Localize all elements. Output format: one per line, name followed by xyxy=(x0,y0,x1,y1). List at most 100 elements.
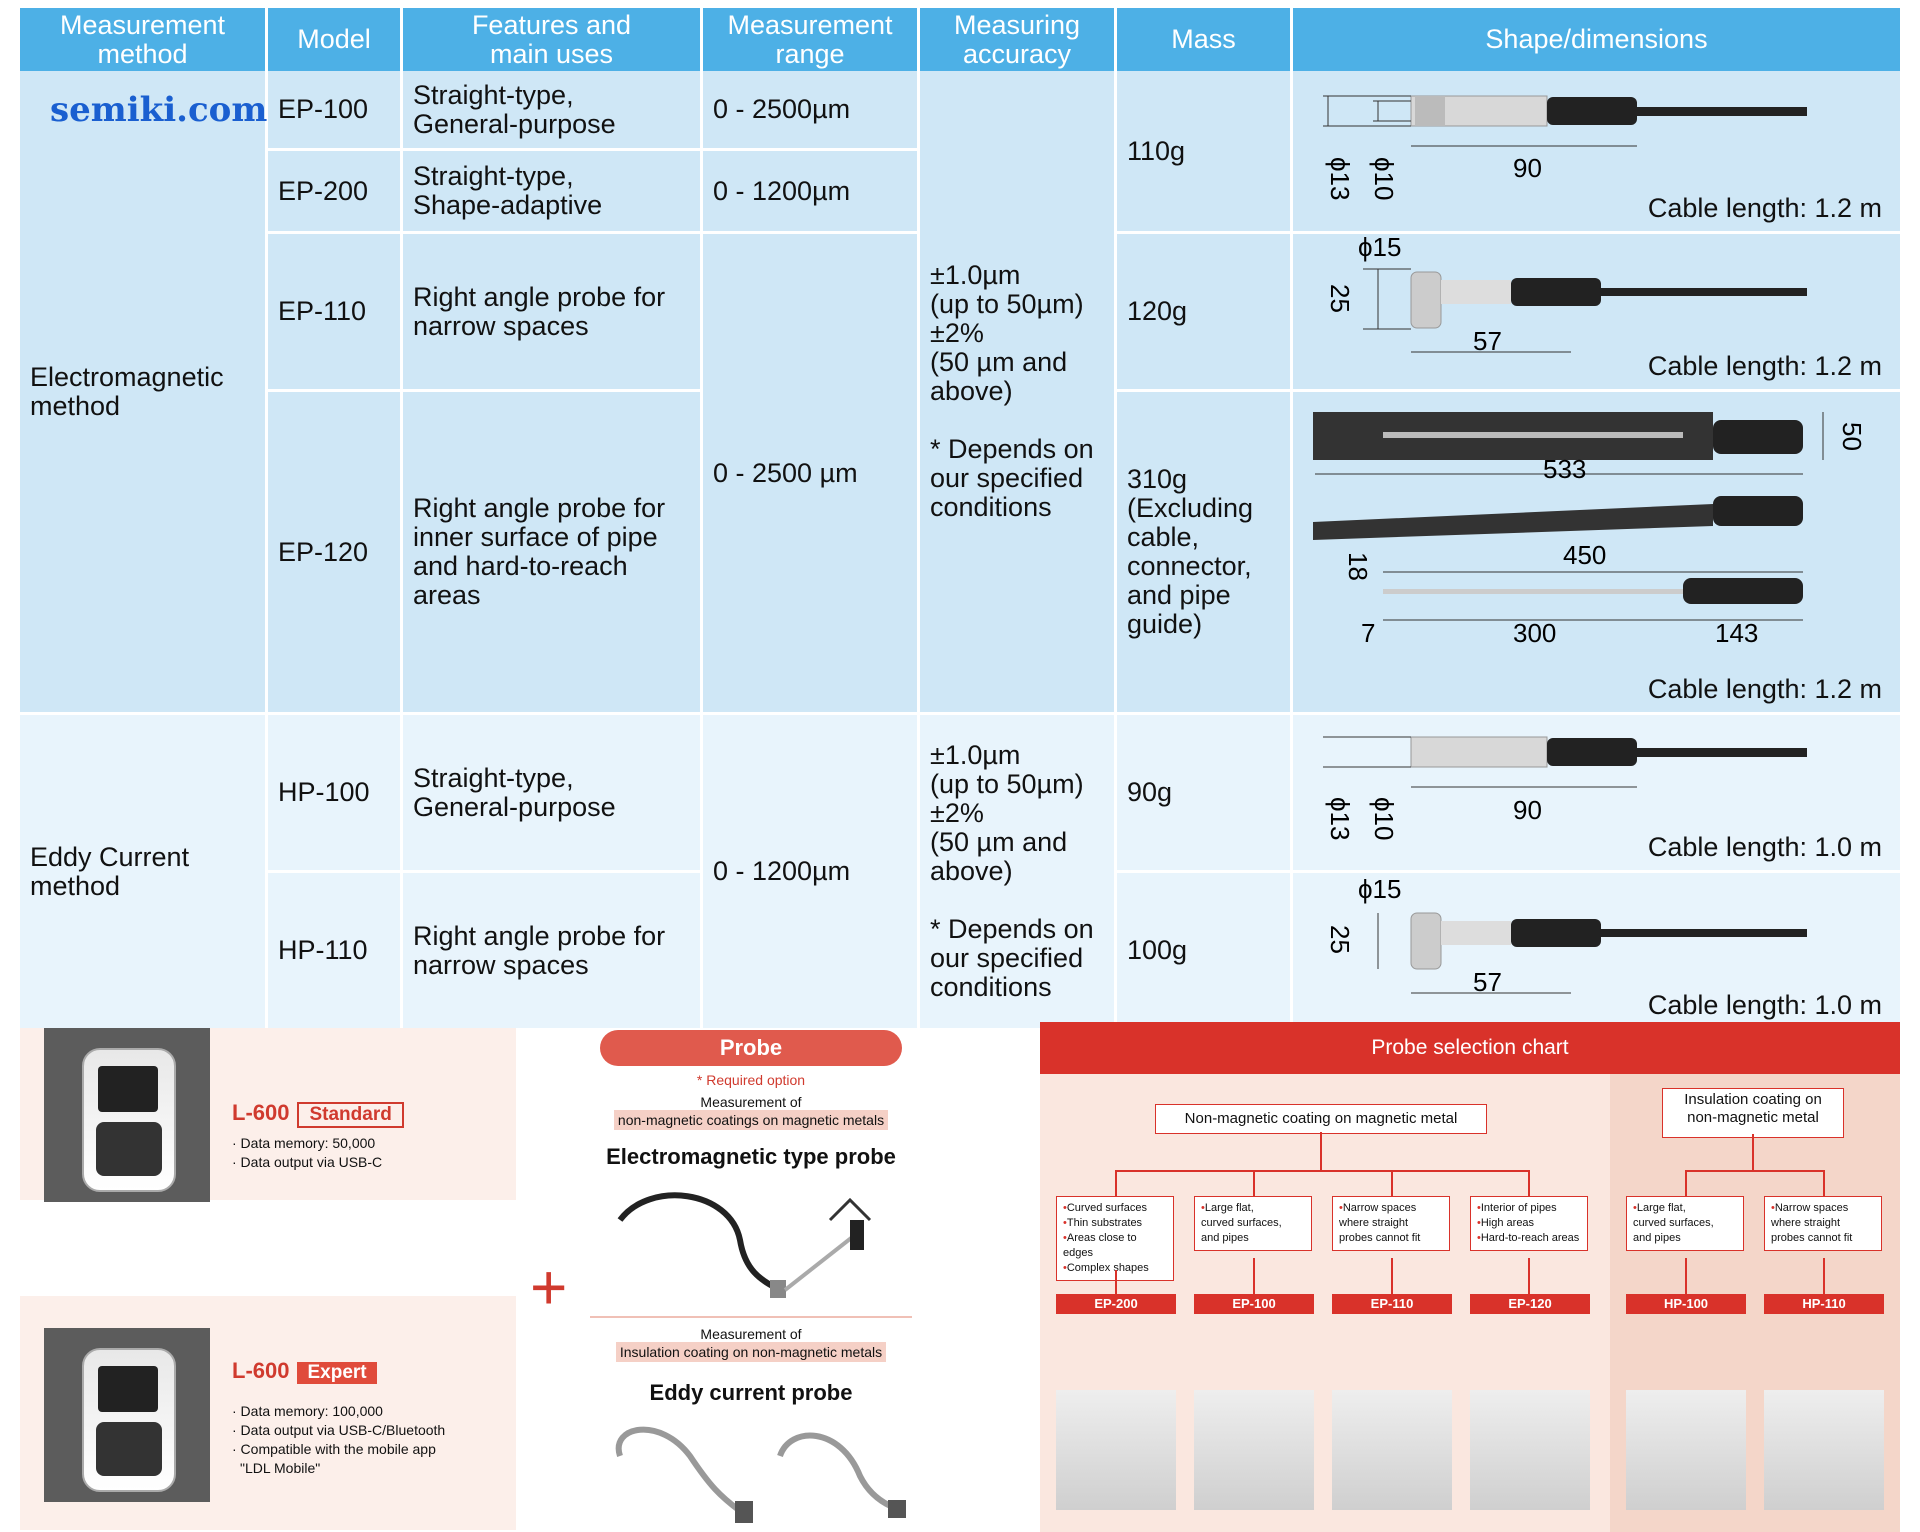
dim-d13: ϕ13 xyxy=(1325,157,1355,200)
dim-50: 50 xyxy=(1837,422,1867,451)
category-box: Narrow spaces where straight probes cann… xyxy=(1764,1196,1882,1251)
dim-25: 25 xyxy=(1325,284,1355,313)
cable-length: Cable length: 1.2 m xyxy=(1647,674,1882,704)
features-cell: Right angle probe for narrow spaces xyxy=(403,873,703,1031)
device-tag: Expert xyxy=(297,1362,377,1384)
spec-table: Measurement method Model Features and ma… xyxy=(20,8,1900,1031)
header-method: Measurement method xyxy=(20,8,268,71)
model-badge: EP-100 xyxy=(1194,1294,1314,1314)
device-tag: Standard xyxy=(297,1102,404,1128)
required-note: * Required option xyxy=(696,1072,806,1088)
dim-300: 300 xyxy=(1513,618,1556,648)
model-cell: EP-100 xyxy=(268,71,403,151)
mass-cell: 110g xyxy=(1117,71,1293,234)
header-mass: Mass xyxy=(1117,8,1293,71)
range-cell: 0 - 2500 µm xyxy=(703,234,920,715)
mass-cell: 90g xyxy=(1117,715,1293,873)
method-eddy-current: Eddy Current method xyxy=(20,715,268,1031)
model-cell: EP-200 xyxy=(268,151,403,234)
category-box: Large flat, curved surfaces, and pipes xyxy=(1194,1196,1312,1251)
cable-length: Cable length: 1.2 m xyxy=(1647,193,1882,223)
features-cell: Straight-type, General-purpose xyxy=(403,71,703,151)
header-features: Features and main uses xyxy=(403,8,703,71)
mass-cell: 100g xyxy=(1117,873,1293,1031)
em-measurement-target: non-magnetic coatings on magnetic metals xyxy=(580,1110,922,1130)
dim-7: 7 xyxy=(1361,618,1375,648)
dim-90: 90 xyxy=(1513,795,1542,825)
em-probe-title: Electromagnetic type probe xyxy=(606,1144,896,1169)
chart-title: Probe selection chart xyxy=(1040,1022,1900,1074)
header-range: Measurement range xyxy=(703,8,920,71)
probe-photo xyxy=(1626,1390,1746,1510)
accuracy-ec: ±1.0µm (up to 50µm) ±2% (50 µm and above… xyxy=(920,715,1117,1031)
category-box: Large flat, curved surfaces, and pipes xyxy=(1626,1196,1744,1251)
dim-533: 533 xyxy=(1543,454,1586,484)
probe-photo xyxy=(1470,1390,1590,1510)
left-category-head: Non-magnetic coating on magnetic metal xyxy=(1155,1104,1487,1134)
model-badge: HP-110 xyxy=(1764,1294,1884,1314)
shape-ep110: ϕ15 25 57 Cable length: 1.2 m xyxy=(1293,234,1900,392)
accuracy-em: ±1.0µm (up to 50µm) ±2% (50 µm and above… xyxy=(920,71,1117,715)
features-cell: Straight-type, General-purpose xyxy=(403,715,703,873)
em-probe-photo xyxy=(617,1192,872,1298)
right-angle-probe-drawing: ϕ15 25 57 xyxy=(1325,874,1807,997)
shape-hp100: ϕ13 ϕ10 90 Cable length: 1.0 m xyxy=(1293,715,1900,873)
probe-photo xyxy=(1194,1390,1314,1510)
ec-measurement-target: Insulation coating on non-magnetic metal… xyxy=(580,1342,922,1362)
pipe-probe-drawing: 533 50 450 18 7 300 143 xyxy=(1313,412,1867,648)
probe-photo xyxy=(1056,1390,1176,1510)
probe-photo xyxy=(1332,1390,1452,1510)
right-category-head: Insulation coating on non-magnetic metal xyxy=(1662,1088,1844,1138)
plus-icon: + xyxy=(530,1251,568,1323)
straight-probe-drawing: ϕ13 ϕ10 90 xyxy=(1323,95,1807,200)
probe-title: Probe xyxy=(600,1030,902,1066)
dim-90: 90 xyxy=(1513,153,1542,183)
device-bullets: · Data memory: 50,000· Data output via U… xyxy=(232,1135,383,1170)
range-cell: 0 - 2500µm xyxy=(703,71,920,151)
dim-d15: ϕ15 xyxy=(1358,234,1401,262)
ec-probe-photo xyxy=(615,1426,906,1523)
mass-cell: 120g xyxy=(1117,234,1293,392)
category-box: Curved surfacesThin substratesAreas clos… xyxy=(1056,1196,1174,1281)
dim-25: 25 xyxy=(1325,925,1355,954)
ec-measurement-label: Measurement of xyxy=(700,1326,802,1342)
dim-d10: ϕ10 xyxy=(1369,797,1399,840)
model-badge: HP-100 xyxy=(1626,1294,1746,1314)
features-cell: Right angle probe for inner surface of p… xyxy=(403,392,703,715)
dim-d15: ϕ15 xyxy=(1358,874,1401,904)
model-cell: EP-120 xyxy=(268,392,403,715)
range-cell: 0 - 1200µm xyxy=(703,151,920,234)
cable-length: Cable length: 1.0 m xyxy=(1647,990,1882,1020)
probe-selection-chart: Probe selection chart Non-magnetic coati… xyxy=(1040,1022,1900,1532)
header-model: Model xyxy=(268,8,403,71)
dim-d10: ϕ10 xyxy=(1369,157,1399,200)
shape-hp110: ϕ15 25 57 Cable length: 1.0 m xyxy=(1293,873,1900,1031)
dim-57: 57 xyxy=(1473,326,1502,356)
device-bullets: · Data memory: 100,000· Data output via … xyxy=(232,1403,446,1476)
model-cell: EP-110 xyxy=(268,234,403,392)
probe-divider xyxy=(590,1316,912,1318)
probe-photo xyxy=(1764,1390,1884,1510)
category-box: Narrow spaces where straight probes cann… xyxy=(1332,1196,1450,1251)
method-electromagnetic: Electromagnetic method xyxy=(20,71,268,715)
mass-cell: 310g (Excluding cable, connector, and pi… xyxy=(1117,392,1293,715)
dim-143: 143 xyxy=(1715,618,1758,648)
header-accuracy: Measuring accuracy xyxy=(920,8,1117,71)
dim-57: 57 xyxy=(1473,967,1502,997)
shape-ep120: 533 50 450 18 7 300 143 Cable length: 1.… xyxy=(1293,392,1900,715)
ec-probe-title: Eddy current probe xyxy=(649,1380,853,1405)
dim-18: 18 xyxy=(1343,552,1373,581)
model-badge: EP-110 xyxy=(1332,1294,1452,1314)
cable-length: Cable length: 1.0 m xyxy=(1647,832,1882,862)
device-image xyxy=(44,1328,210,1502)
dim-d13: ϕ13 xyxy=(1325,797,1355,840)
straight-probe-drawing: ϕ13 ϕ10 90 xyxy=(1323,736,1807,840)
watermark-logo: semiki.com xyxy=(50,90,268,130)
model-cell: HP-100 xyxy=(268,715,403,873)
model-badge: EP-200 xyxy=(1056,1294,1176,1314)
model-cell: HP-110 xyxy=(268,873,403,1031)
